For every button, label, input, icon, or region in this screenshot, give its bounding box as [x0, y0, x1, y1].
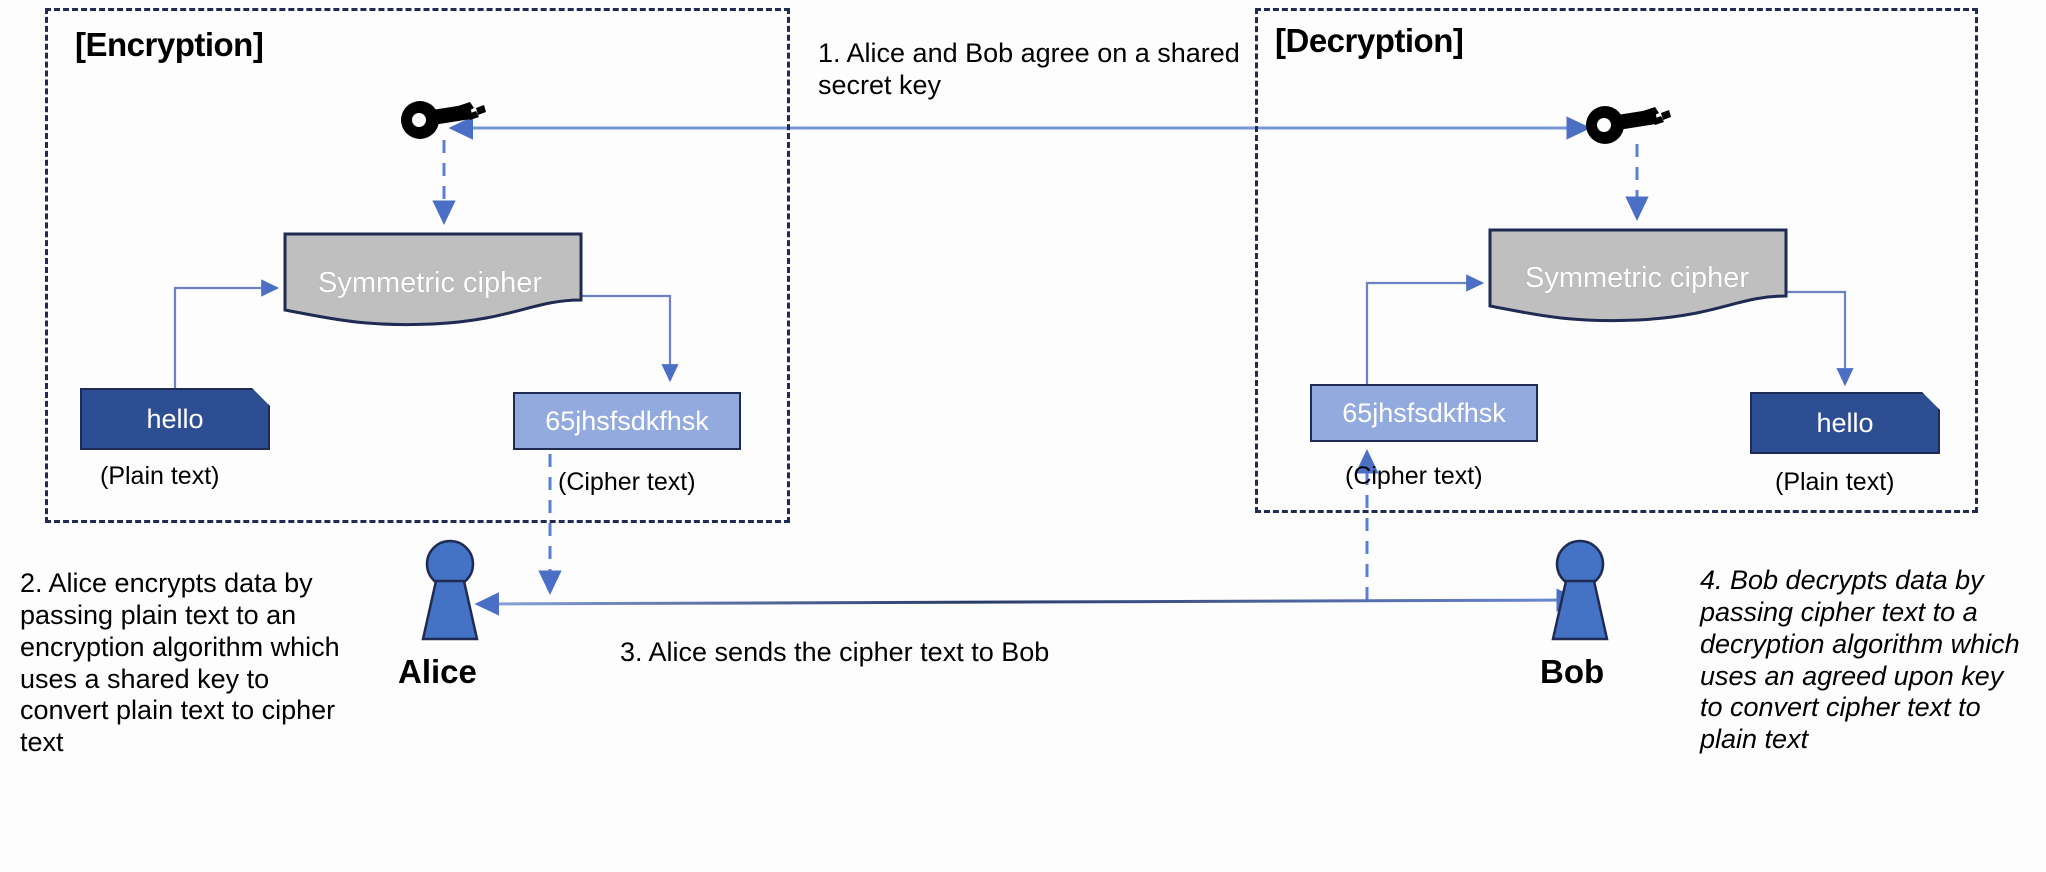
- step-4-text: 4. Bob decrypts data by passing cipher t…: [1700, 565, 2020, 755]
- decryption-panel-title: [Decryption]: [1275, 22, 1464, 59]
- plaintext-box-decryption: hello: [1750, 392, 1940, 454]
- encryption-panel-title: [Encryption]: [75, 26, 264, 63]
- symmetric-cipher-shape: [283, 232, 583, 335]
- step-2-text: 2. Alice encrypts data by passing plain …: [20, 568, 340, 758]
- step-1-text: 1. Alice and Bob agree on a shared secre…: [818, 38, 1240, 100]
- symmetric-cipher-label-left: Symmetric cipher: [318, 267, 542, 299]
- plaintext-caption-encryption: (Plain text): [100, 462, 220, 490]
- ciphertext-caption-encryption: (Cipher text): [558, 468, 696, 496]
- symmetric-cipher-label-right: Symmetric cipher: [1525, 262, 1749, 294]
- ciphertext-box-decryption: 65jhsfsdkfhsk: [1310, 384, 1538, 442]
- ciphertext-caption-decryption: (Cipher text): [1345, 462, 1483, 490]
- bob-name-label: Bob: [1540, 653, 1605, 690]
- encryption-panel: [45, 8, 790, 523]
- alice-avatar: [415, 538, 485, 649]
- decryption-panel: [1255, 8, 1978, 513]
- alice-bob-channel-arrow: [474, 588, 1581, 616]
- bob-avatar: [1545, 538, 1615, 649]
- alice-name-label: Alice: [398, 653, 477, 690]
- key-icon: [400, 95, 486, 148]
- key-icon: [1585, 100, 1671, 153]
- symmetric-cipher-shape: [1488, 228, 1788, 331]
- plaintext-box-encryption: hello: [80, 388, 270, 450]
- plaintext-caption-decryption: (Plain text): [1775, 468, 1895, 496]
- step-3-text: 3. Alice sends the cipher text to Bob: [620, 637, 1050, 667]
- ciphertext-box-encryption: 65jhsfsdkfhsk: [513, 392, 741, 450]
